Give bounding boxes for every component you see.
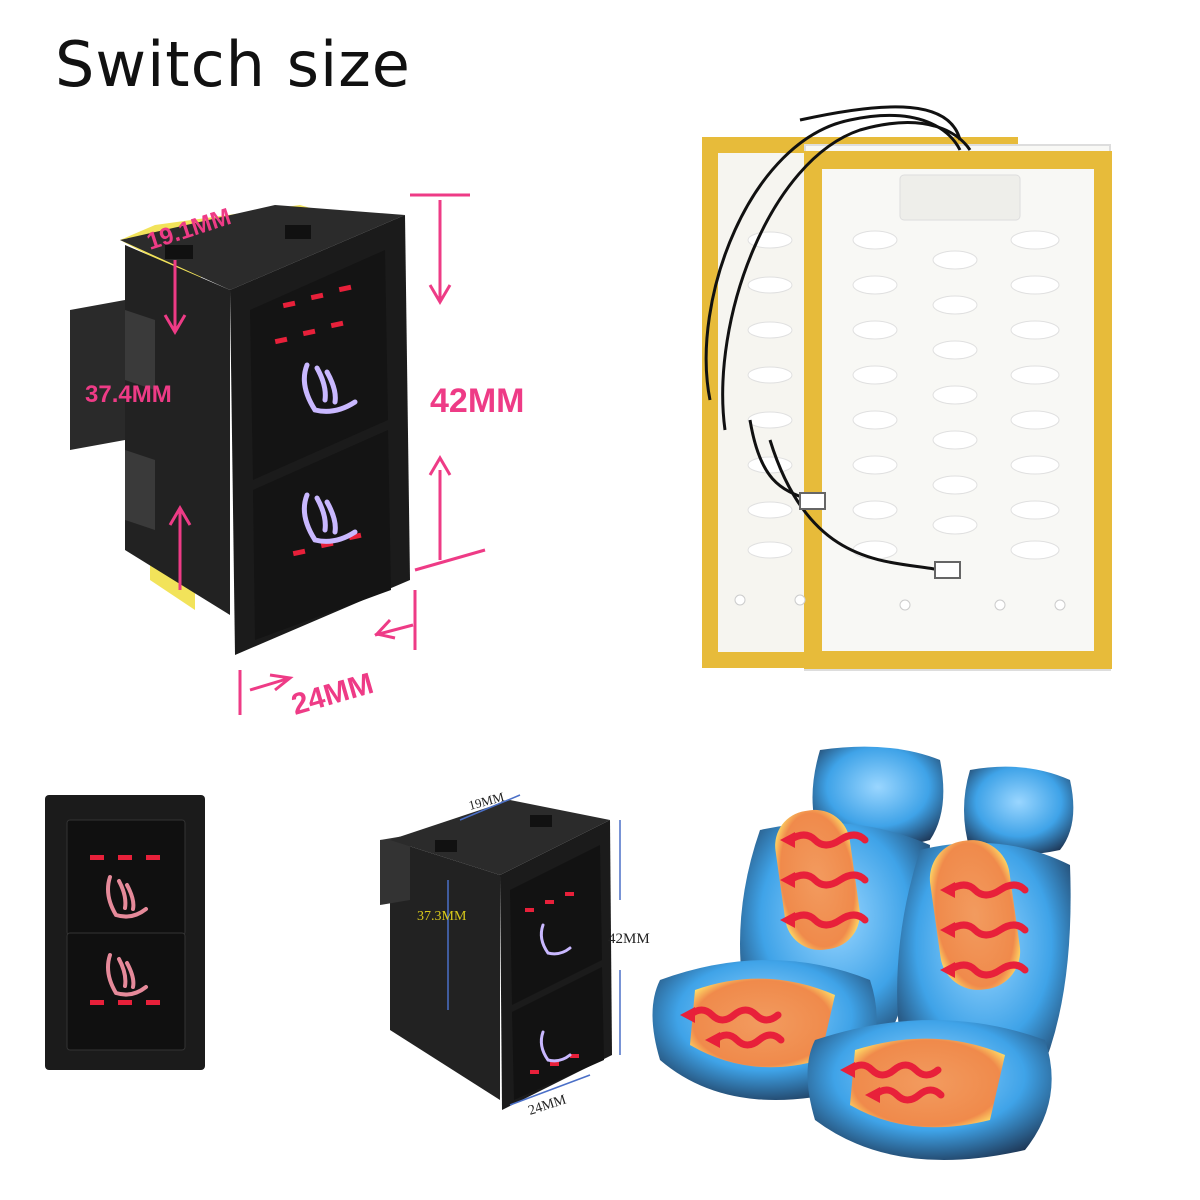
seat-heat-icon [106, 875, 148, 997]
seat-heat-icon [301, 362, 358, 544]
switch-front-view [45, 795, 205, 1070]
dim-width-label: 24MM [288, 667, 377, 722]
dim-height-label: 42MM [430, 382, 524, 420]
switch-small-diagram: 19MM 37.3MM 42MM 24MM [380, 789, 650, 1119]
dim-inner-height-label: 37.4MM [85, 381, 172, 408]
seat-heat-icon [539, 923, 572, 1063]
small-dim-height-label: 42MM [608, 931, 650, 947]
switch-large-diagram: 19.1MM 37.4MM 42MM 24MM [70, 193, 524, 722]
seat-illustration [652, 746, 1074, 1160]
heating-pads [702, 105, 1112, 671]
page-title: Switch size [55, 28, 411, 101]
small-dim-inner-height-label: 37.3MM [417, 909, 467, 924]
